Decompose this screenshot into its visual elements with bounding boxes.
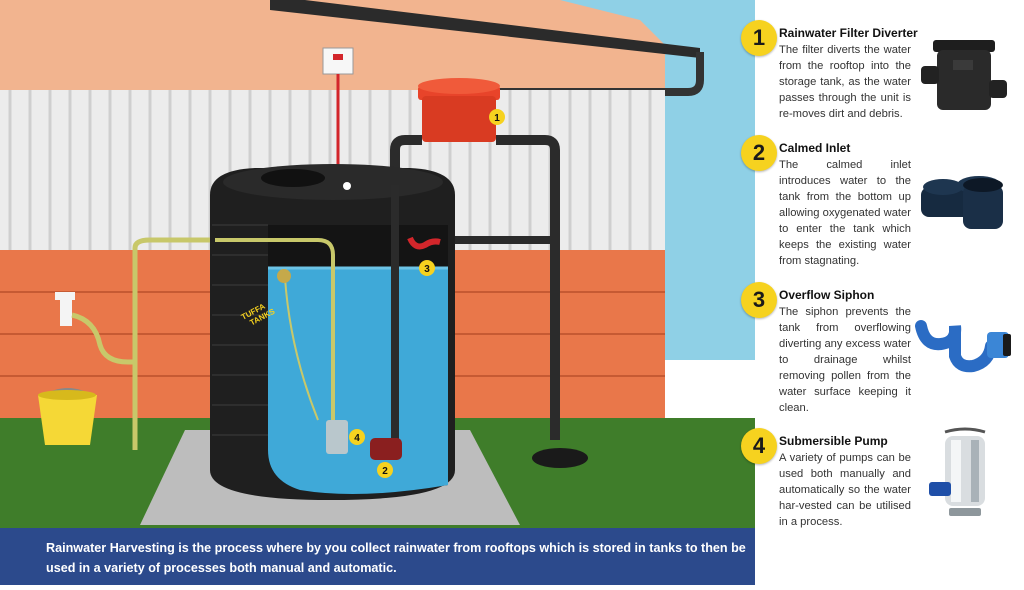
step-description: A variety of pumps can be used both manu… [779, 452, 911, 528]
steps-panel: 1 Rainwater Filter Diverter The filter d… [741, 0, 1024, 585]
svg-text:3: 3 [424, 264, 430, 275]
filter-diverter [418, 78, 500, 142]
filter-diverter-icon [921, 40, 1007, 110]
diagram-marker-2: 2 [377, 462, 393, 478]
diagram-marker-4: 4 [349, 429, 365, 445]
step-title: Submersible Pump [779, 434, 888, 448]
svg-text:1: 1 [494, 113, 500, 124]
roof-edge [270, 0, 700, 58]
step-title: Overflow Siphon [779, 288, 875, 302]
submersible-pump-icon [929, 427, 986, 516]
diagram-marker-1: 1 [489, 109, 505, 125]
wall-tap [55, 292, 75, 326]
step-title: Calmed Inlet [779, 141, 851, 155]
svg-text:2: 2 [382, 466, 388, 477]
inlet-pipe [390, 135, 422, 185]
overflow-siphon-icon [915, 320, 1011, 373]
step-description: The siphon prevents the tank from overfl… [779, 306, 911, 414]
electric-switch [322, 47, 354, 75]
step-number-badge: 4 [741, 428, 777, 464]
gutter-pipe [490, 52, 704, 96]
svg-text:4: 4 [354, 433, 360, 444]
yellow-bucket [38, 388, 97, 445]
step-number-badge: 2 [741, 135, 777, 171]
overflow-siphon [407, 236, 441, 250]
drain [532, 448, 588, 468]
step-number-badge: 1 [741, 20, 777, 56]
tank-water [268, 268, 448, 494]
pump-hose [215, 238, 335, 425]
caption-banner: Rainwater Harvesting is the process wher… [0, 528, 755, 585]
float-switch [277, 269, 291, 283]
hose-pipe [71, 237, 215, 365]
step-description: The filter diverts the water from the ro… [779, 44, 911, 120]
step-title: Rainwater Filter Diverter [779, 26, 918, 40]
submersible-pump [326, 420, 348, 454]
diagram-marker-3: 3 [419, 260, 435, 276]
calmed-inlet [370, 438, 402, 460]
step-description: The calmed inlet introduces water to the… [779, 159, 911, 267]
calmed-inlet-icon [921, 176, 1003, 229]
roof [0, 0, 665, 90]
step-number-badge: 3 [741, 282, 777, 318]
overflow-pipe [496, 135, 560, 440]
rainwater-harvesting-illustration: TUFFA TANKS 1 2 3 4 [0, 0, 755, 528]
caption-text: Rainwater Harvesting is the process wher… [46, 541, 746, 575]
